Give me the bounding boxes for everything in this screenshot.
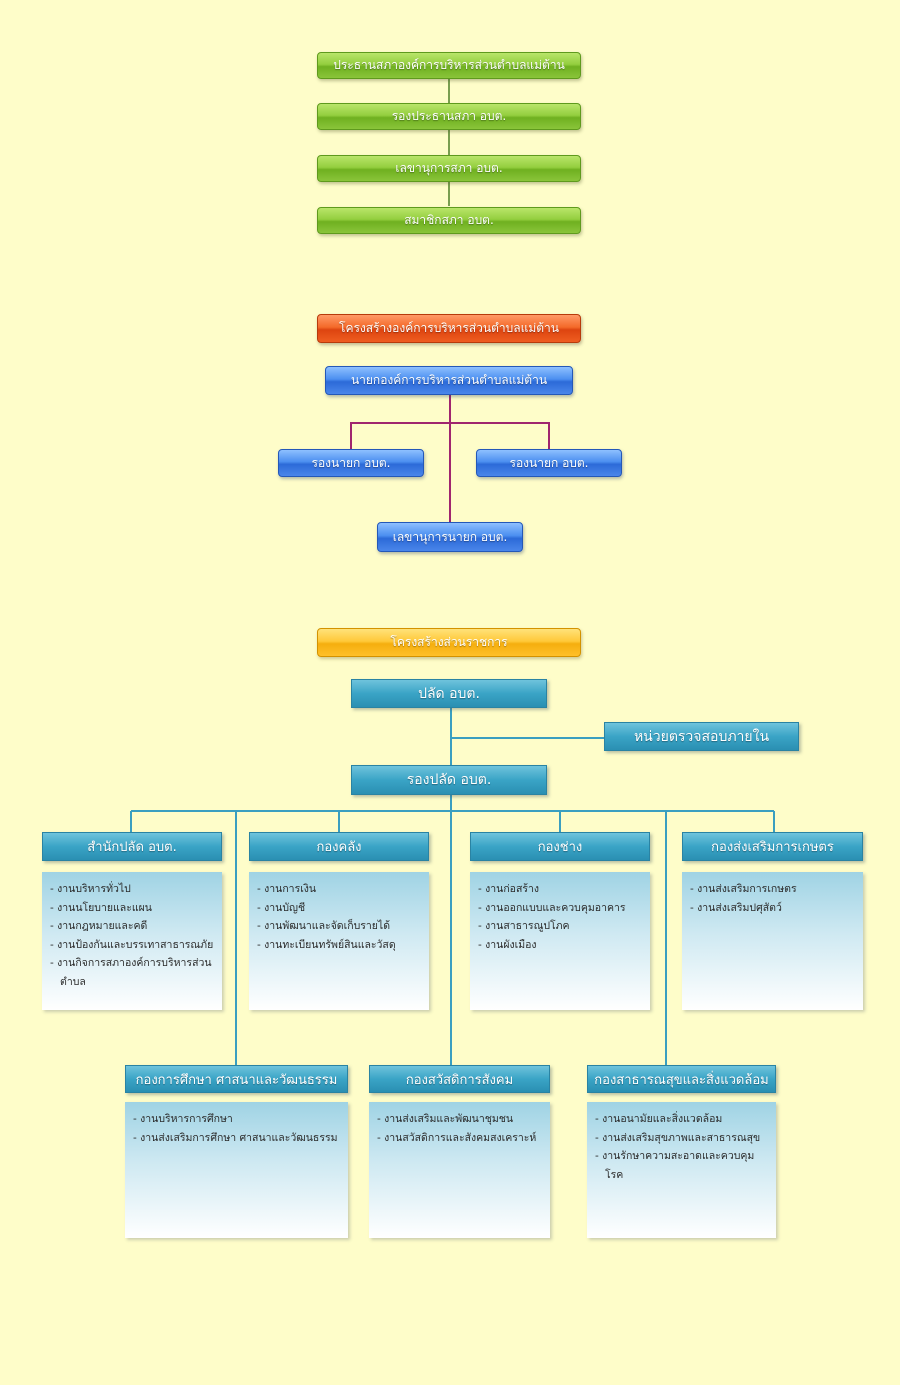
division-panel-public-health: - งานอนามัยและสิ่งแวดล้อม - งานส่งเสริมส… (587, 1102, 776, 1238)
list-item: - งานการเงิน (257, 883, 317, 895)
list-item: - งานออกแบบและควบคุมอาคาร (478, 901, 626, 914)
list-item: - งานบริหารทั่วไป (50, 883, 131, 895)
list-item: - งานพัฒนาและจัดเก็บรายได้ (257, 920, 391, 932)
executive-header: โครงสร้างองค์การบริหารส่วนตำบลแม่ต้าน (317, 314, 581, 343)
list-item: - งานผังเมือง (478, 938, 537, 951)
division-panel-agriculture: - งานส่งเสริมการเกษตร - งานส่งเสริมปศุสั… (682, 872, 863, 1010)
government-connectors (130, 708, 775, 1065)
list-item: - งานส่งเสริมสุขภาพและสาธารณสุข (595, 1131, 761, 1144)
division-title-social-welfare: กองสวัสดิการสังคม (369, 1065, 550, 1093)
division-panel-finance: - งานการเงิน - งานบัญชี - งานพัฒนาและจัด… (249, 872, 429, 1010)
list-item: - งานนโยบายและแผน (50, 901, 152, 914)
list-item: - งานกฎหมายและคดี (50, 920, 148, 932)
executive-connectors (350, 395, 550, 522)
list-item: - งานป้องกันและบรรเทาสาธารณภัย (50, 938, 214, 951)
internal-audit-box: หน่วยตรวจสอบภายใน (604, 722, 799, 751)
division-title-palad-office: สำนักปลัด อบต. (42, 832, 222, 861)
division-title-public-health: กองสาธารณสุขและสิ่งแวดล้อม (587, 1065, 776, 1093)
division-title-finance: กองคลัง (249, 832, 429, 861)
mayor-secretary-box: เลขานุการนายก อบต. (377, 522, 523, 552)
council-vice-chair-box: รองประธานสภา อบต. (317, 103, 581, 130)
list-item: - งานส่งเสริมการศึกษา ศาสนาและวัฒนธรรม (133, 1131, 338, 1144)
list-item: - งานทะเบียนทรัพย์สินและวัสดุ (257, 938, 396, 951)
deputy-mayor-left-box: รองนายก อบต. (278, 449, 424, 477)
division-title-engineering: กองช่าง (470, 832, 650, 861)
council-secretary-box: เลขานุการสภา อบต. (317, 155, 581, 182)
list-item: - งานส่งเสริมปศุสัตว์ (690, 901, 782, 914)
division-panel-education: - งานบริหารการศึกษา - งานส่งเสริมการศึกษ… (125, 1102, 348, 1238)
deputy-mayor-right-box: รองนายก อบต. (476, 449, 622, 477)
government-header: โครงสร้างส่วนราชการ (317, 628, 581, 657)
palad-box: ปลัด อบต. (351, 679, 547, 708)
list-item: - งานรักษาความสะอาดและควบคุมโรค (595, 1150, 755, 1181)
council-chair-box: ประธานสภาองค์การบริหารส่วนตำบลแม่ต้าน (317, 52, 581, 79)
division-title-agriculture: กองส่งเสริมการเกษตร (682, 832, 863, 861)
division-panel-engineering: - งานก่อสร้าง - งานออกแบบและควบคุมอาคาร … (470, 872, 650, 1010)
list-item: - งานส่งเสริมและพัฒนาชุมชน (377, 1113, 514, 1125)
list-item: - งานสาธารณูปโภค (478, 920, 570, 932)
list-item: - งานบริหารการศึกษา (133, 1113, 233, 1125)
council-member-box: สมาชิกสภา อบต. (317, 207, 581, 234)
mayor-box: นายกองค์การบริหารส่วนตำบลแม่ต้าน (325, 366, 573, 395)
division-panel-palad-office: - งานบริหารทั่วไป - งานนโยบายและแผน - งา… (42, 872, 222, 1010)
deputy-palad-box: รองปลัด อบต. (351, 765, 547, 795)
list-item: - งานกิจการสภาองค์การบริหารส่วนตำบล (50, 957, 212, 988)
list-item: - งานสวัสดิการและสังคมสงเคราะห์ (377, 1131, 537, 1144)
list-item: - งานส่งเสริมการเกษตร (690, 883, 797, 895)
division-panel-social-welfare: - งานส่งเสริมและพัฒนาชุมชน - งานสวัสดิกา… (369, 1102, 550, 1238)
list-item: - งานก่อสร้าง (478, 883, 540, 895)
division-title-education: กองการศึกษา ศาสนาและวัฒนธรรม (125, 1065, 348, 1093)
list-item: - งานบัญชี (257, 901, 306, 914)
list-item: - งานอนามัยและสิ่งแวดล้อม (595, 1113, 723, 1125)
